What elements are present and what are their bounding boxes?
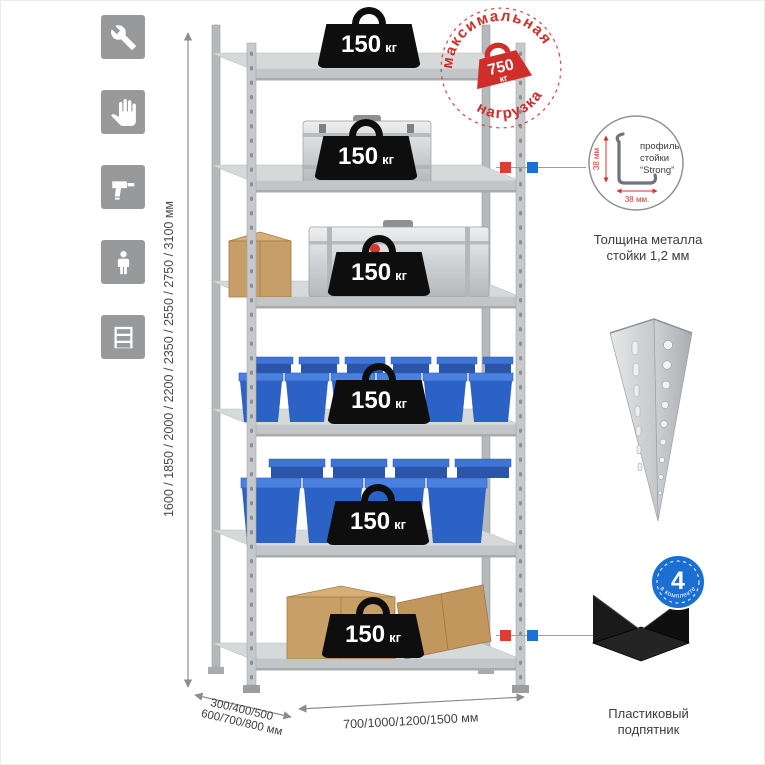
load-value: 150 <box>351 259 392 286</box>
red-marker-bottom <box>500 630 511 641</box>
badge-count: 4 <box>671 567 685 595</box>
person-icon <box>117 250 129 274</box>
load-unit: кг <box>385 40 397 55</box>
profile-label-3: “Strong” <box>640 165 674 176</box>
included-count-badge: 4 в комплекте <box>650 554 706 610</box>
blue-marker-top <box>527 162 538 173</box>
load-unit: кг <box>389 630 401 645</box>
stamp-weight-handle <box>484 42 511 58</box>
foot-connector <box>496 630 593 641</box>
drill-tile <box>101 165 145 209</box>
profile-cross-section <box>615 132 658 185</box>
load-value: 150 <box>338 143 379 170</box>
post-holes <box>657 340 673 496</box>
max-load-stamp: максимальная нагрузка 750 кг <box>425 1 578 144</box>
load-unit: кг <box>394 517 406 532</box>
profile-label-2: стойки <box>640 153 669 164</box>
wrench-tile <box>101 15 145 59</box>
profile-caption: Толщина металла стойки 1,2 мм <box>593 232 703 264</box>
weight-handle <box>356 597 390 616</box>
profile-dim-vertical: 38 мм <box>592 148 601 170</box>
weight-handle <box>361 484 395 503</box>
foot-caption: Пластиковый подпятник <box>608 706 689 738</box>
person-tile <box>101 240 145 284</box>
svg-text:нагрузка: нагрузка <box>471 84 550 130</box>
cardboard-box-small <box>228 231 292 298</box>
load-value: 150 <box>345 621 386 648</box>
gloves-tile <box>101 90 145 134</box>
width-dimension: 700/1000/1200/1500 мм <box>298 693 525 732</box>
drill-icon <box>111 180 134 200</box>
rack-icon <box>114 326 132 348</box>
load-unit: кг <box>395 268 407 283</box>
load-value: 150 <box>341 31 382 58</box>
corner-post-image <box>609 318 693 522</box>
red-marker-top <box>500 162 511 173</box>
load-value: 150 <box>351 387 392 414</box>
stamp-unit: кг <box>498 72 509 84</box>
weight-handle <box>362 363 396 382</box>
profile-connector <box>496 162 586 173</box>
gloves-icon <box>110 98 136 126</box>
load-unit: кг <box>395 396 407 411</box>
front-posts <box>243 42 529 693</box>
width-dimension-label: 700/1000/1200/1500 мм <box>343 710 479 731</box>
blue-marker-bottom <box>527 630 538 641</box>
stamp-weight-body <box>477 50 533 90</box>
plastic-foot-image <box>591 594 691 662</box>
profile-detail-circle: 38 мм 38 мм. профиль стойки “Strong” <box>588 115 684 211</box>
stamp-value: 750 <box>486 56 516 79</box>
rack-tile <box>101 315 145 359</box>
load-unit: кг <box>382 152 394 167</box>
height-dimension: 1600 / 1850 / 2000 / 2200 / 2350 / 2550 … <box>162 32 193 688</box>
weight-handle <box>349 119 383 138</box>
profile-label-1: профиль <box>640 141 679 152</box>
weight-handle <box>362 235 396 254</box>
load-value: 150 <box>350 508 391 535</box>
feature-icon-column <box>101 15 145 390</box>
weight-handle <box>352 7 386 26</box>
profile-dim-horizontal: 38 мм. <box>625 195 649 204</box>
depth-dimension: 300/400/500 600/700/800 мм <box>194 692 292 738</box>
stamp-arc-bottom: нагрузка <box>471 84 550 130</box>
wrench-icon <box>110 24 136 50</box>
post-slots <box>631 340 643 472</box>
height-dimension-label: 1600 / 1850 / 2000 / 2200 / 2350 / 2550 … <box>162 201 176 517</box>
